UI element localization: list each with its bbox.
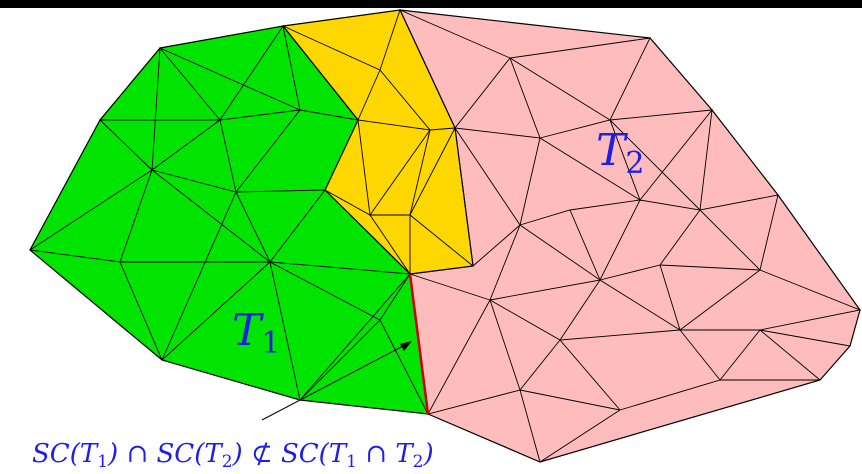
caption-part: 2 [413, 452, 424, 472]
label-t2-symbol: T [596, 125, 629, 176]
caption-formula: SC(T1) ∩ SC(T2) ⊄ SC(T1 ∩ T2) [32, 439, 434, 472]
label-t2-subscript: 2 [625, 146, 644, 181]
caption-part: ) [423, 439, 434, 469]
caption-part: 2 [222, 452, 233, 472]
shared-edge-highlight [408, 273, 430, 415]
caption-part: ) ∩ SC( [107, 439, 205, 469]
caption-part: SC( [32, 439, 81, 469]
label-t1: T1 [232, 305, 280, 361]
label-t1-subscript: 1 [261, 326, 280, 361]
caption-part: ) ⊄ SC( [232, 439, 330, 469]
caption-part: T [395, 439, 414, 469]
leader-arrow [261, 341, 412, 421]
label-t2: T2 [596, 125, 644, 181]
caption-part: T [329, 439, 348, 469]
caption-part: ∩ [357, 439, 395, 469]
caption-part: T [204, 439, 223, 469]
caption-part: 1 [346, 452, 357, 472]
caption-part: 1 [97, 452, 108, 472]
top-border [0, 0, 862, 8]
caption-part: T [80, 439, 99, 469]
label-t1-symbol: T [232, 305, 265, 356]
mesh-edges [28, 9, 862, 463]
